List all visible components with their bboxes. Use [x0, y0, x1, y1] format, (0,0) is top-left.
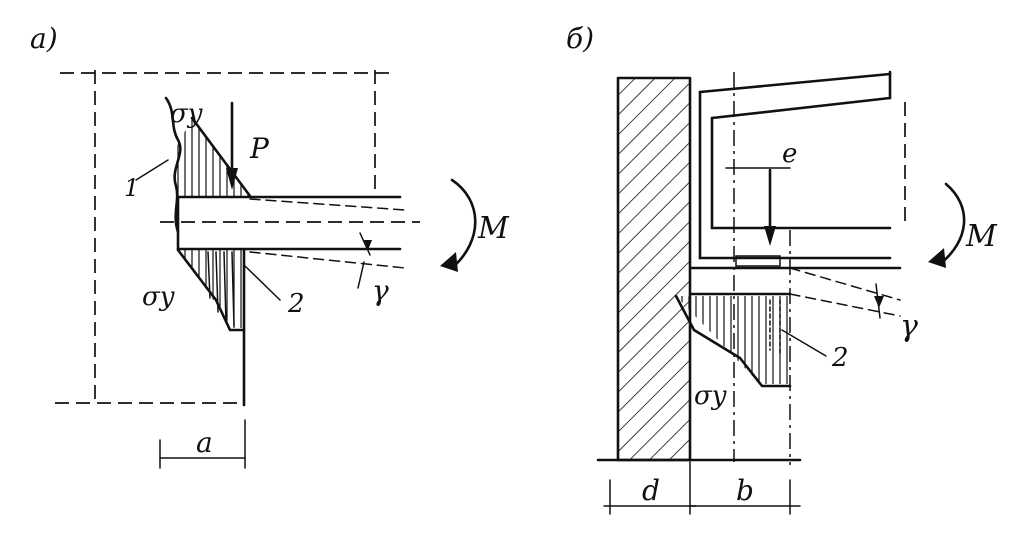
panel-b: б) e	[566, 22, 998, 515]
moment-b-arrow	[928, 182, 966, 268]
sigma-top-label: σy	[170, 99, 203, 129]
upper-stress-hatch	[176, 118, 250, 196]
upper-stress-diagram	[190, 116, 252, 198]
column-frame	[698, 70, 892, 260]
dim-b-line	[689, 479, 801, 515]
sigma-bottom-label: σy	[142, 282, 175, 312]
callout-2a-leader	[243, 264, 281, 301]
panel-a: а) P	[30, 22, 510, 469]
moment-a-label: M	[477, 211, 510, 246]
panel-a-tag: а)	[30, 22, 58, 55]
dim-b-label: b	[736, 474, 754, 507]
dim-a-line	[159, 419, 246, 469]
force-p-arrow	[226, 101, 238, 190]
callout-2a-label: 2	[287, 289, 305, 319]
wall-hatch-b	[618, 78, 690, 460]
lower-stress-ordinates	[207, 251, 235, 327]
lower-stress-diagram	[176, 248, 246, 332]
sigma-b-label: σy	[694, 381, 727, 411]
beam-a	[176, 195, 406, 269]
stress-diagram-b	[674, 294, 792, 388]
gamma-a-label: γ	[372, 274, 389, 307]
gamma-a-tick	[359, 232, 371, 256]
ecc-label: e	[782, 139, 797, 169]
gamma-a-tick2	[357, 261, 365, 289]
dim-d-label: d	[642, 474, 660, 507]
bearing-pad	[735, 255, 781, 267]
gamma-b-label: γ	[900, 309, 918, 344]
callout-2b-leader	[781, 329, 827, 357]
panel-b-tag: б)	[566, 22, 594, 55]
stress-ordinates-b	[769, 299, 781, 355]
moment-b-label: M	[965, 219, 998, 254]
callout-1-label: 1	[124, 174, 139, 202]
gamma-a-arrow	[364, 240, 372, 250]
callout-1-leader	[135, 159, 169, 181]
stress-hatch-b	[676, 296, 790, 384]
lower-stress-hatch	[180, 250, 244, 328]
beam-b	[690, 266, 902, 317]
wall-outline-a	[55, 70, 420, 404]
dim-a-label: a	[196, 426, 213, 459]
callout-2b-label: 2	[831, 343, 849, 373]
moment-a-arrow	[440, 178, 477, 272]
load-arrow-b	[764, 168, 776, 246]
force-p-label: P	[249, 132, 270, 165]
gamma-b-arrow	[874, 296, 884, 308]
